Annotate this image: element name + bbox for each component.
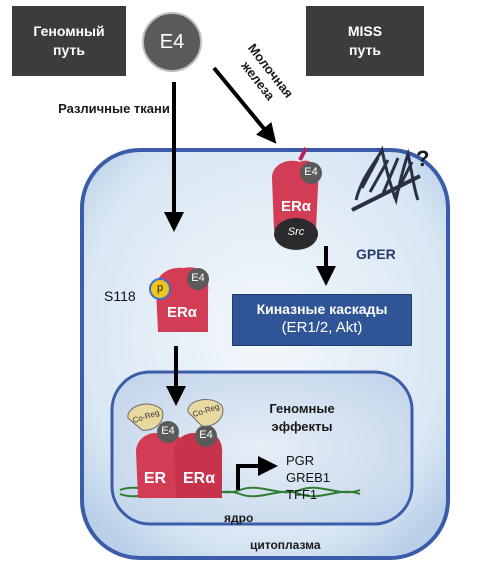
nuclear-er-dimer <box>136 432 223 498</box>
various-tissues-label: Различные ткани <box>58 101 170 116</box>
e4-ligand-label: E4 <box>159 30 185 53</box>
coreg-1 <box>127 403 164 431</box>
src-label: Src <box>287 226 305 238</box>
kinase-title: Киназные каскады <box>256 301 388 317</box>
coreg-2 <box>187 398 224 427</box>
arrow-miss <box>212 66 277 144</box>
nuclear-er-label: ER <box>143 470 167 487</box>
s118-label: S118 <box>104 288 136 304</box>
cytoplasm-label: цитоплазма <box>250 538 321 552</box>
kinase-cascade-box: Киназные каскады (ER1/2, Akt) <box>232 294 412 346</box>
e4-cyto-label: E4 <box>191 272 205 284</box>
e4-cyto <box>187 268 209 290</box>
e4-nuc-1-label: E4 <box>161 425 175 437</box>
e4-membrane-label: E4 <box>304 166 318 178</box>
phospho-site <box>149 278 171 300</box>
membrane-era-label: ERα <box>280 198 312 215</box>
gene-greb1: GREB1 <box>286 470 331 485</box>
kinase-sub: (ER1/2, Akt) <box>281 319 363 336</box>
gene-tff1: TFF1 <box>286 487 318 502</box>
gper-label: GPER <box>356 246 396 262</box>
e4-membrane <box>300 162 322 184</box>
nuclear-era-label: ERα <box>182 470 216 487</box>
phospho-label: p <box>156 282 164 294</box>
gper-question: ? <box>416 146 430 171</box>
cyto-era-label: ERα <box>166 304 198 321</box>
nucleus-label: ядро <box>224 511 254 525</box>
genomic-effects-label: Геномные эффекты <box>269 401 335 434</box>
miss-pathway-box: MISS путь <box>306 6 424 76</box>
e4-nuc-1 <box>157 421 179 443</box>
genomic-pathway-label: Геномный путь <box>33 23 105 58</box>
gper-receptor <box>351 145 421 212</box>
e4-ligand: E4 <box>142 12 202 72</box>
e4-nuc-2 <box>195 425 217 447</box>
gene-pgr: PGR <box>286 453 315 468</box>
genomic-pathway-box: Геномный путь <box>12 6 126 76</box>
transcription-arrow <box>236 456 278 490</box>
e4-nuc-2-label: E4 <box>199 429 213 441</box>
miss-pathway-label: MISS путь <box>347 23 383 58</box>
